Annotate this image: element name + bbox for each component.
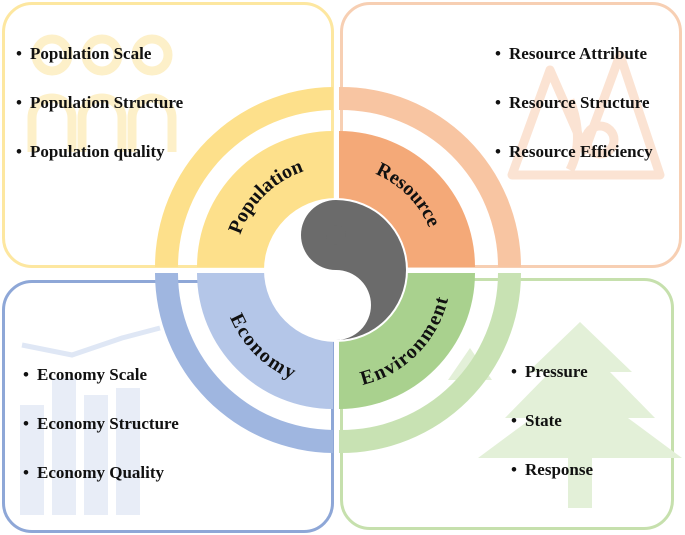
list-item: •Economy Scale — [23, 365, 148, 384]
list-item: •Resource Attribute — [495, 44, 648, 63]
list-item: •State — [511, 411, 562, 430]
list-item: •Response — [511, 460, 594, 479]
resource-list: •Resource Attribute •Resource Structure … — [495, 43, 653, 190]
list-item: •Resource Structure — [495, 93, 650, 112]
list-item: •Population Structure — [16, 93, 184, 112]
list-item: •Economy Structure — [23, 414, 179, 433]
list-item: •Population Scale — [16, 44, 152, 63]
list-item: •Population quality — [16, 142, 165, 161]
environment-panel — [340, 278, 674, 530]
population-list: •Population Scale •Population Structure … — [16, 43, 184, 190]
list-item: •Resource Efficiency — [495, 142, 653, 161]
list-item: •Pressure — [511, 362, 588, 381]
environment-list: •Pressure •State •Response — [511, 361, 594, 508]
list-item: •Economy Quality — [23, 463, 165, 482]
economy-list: •Economy Scale •Economy Structure •Econo… — [23, 364, 179, 511]
